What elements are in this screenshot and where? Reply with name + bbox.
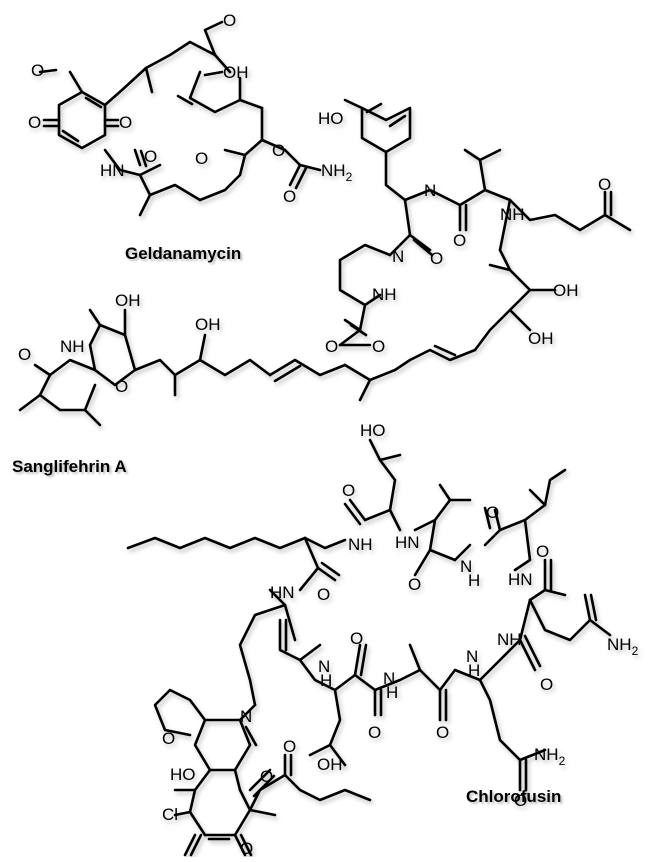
svg-text:O: O: [408, 575, 421, 594]
svg-text:HN: HN: [270, 583, 295, 602]
svg-text:OH: OH: [223, 63, 249, 82]
svg-text:NH2: NH2: [607, 635, 639, 658]
svg-text:HN: HN: [100, 161, 125, 180]
svg-text:O: O: [325, 337, 338, 356]
svg-text:O: O: [28, 113, 41, 132]
svg-text:O: O: [453, 231, 466, 250]
svg-text:O: O: [486, 503, 499, 522]
svg-text:HN: HN: [508, 570, 533, 589]
svg-text:O: O: [260, 767, 273, 786]
svg-text:O: O: [514, 791, 527, 810]
svg-text:H: H: [468, 571, 480, 590]
geldanamycin-structure: O O O O OH HN O O O O NH2: [28, 11, 353, 217]
svg-text:O: O: [240, 839, 253, 857]
svg-text:O: O: [18, 345, 31, 364]
svg-text:HO: HO: [318, 109, 344, 128]
svg-text:NH2: NH2: [534, 745, 566, 768]
svg-text:OH: OH: [195, 315, 221, 334]
svg-text:Cl: Cl: [162, 805, 178, 824]
svg-text:O: O: [31, 61, 44, 80]
svg-text:O: O: [283, 737, 296, 756]
svg-text:N: N: [466, 647, 478, 666]
svg-text:O: O: [144, 147, 157, 166]
svg-text:O: O: [350, 629, 363, 648]
svg-text:NH: NH: [372, 285, 397, 304]
svg-text:OH: OH: [528, 329, 554, 348]
compound-name-chlorofusin: Chlorofusin: [466, 787, 562, 806]
svg-text:O: O: [536, 542, 549, 561]
svg-text:O: O: [283, 187, 296, 206]
svg-text:H: H: [386, 683, 398, 702]
chlorofusin-structure: O HO NH HN O O N H HN O HN O NH2 NH O N …: [126, 421, 639, 858]
svg-text:O: O: [317, 585, 330, 604]
svg-text:O: O: [368, 723, 381, 742]
svg-text:N: N: [318, 657, 330, 676]
svg-text:NH: NH: [60, 337, 85, 356]
svg-text:HO: HO: [360, 421, 386, 440]
svg-text:O: O: [540, 675, 553, 694]
compound-name-sanglifehrin-a: Sanglifehrin A: [12, 457, 127, 476]
svg-text:O: O: [223, 11, 236, 30]
svg-text:NH: NH: [497, 630, 522, 649]
svg-text:OH: OH: [115, 291, 141, 310]
svg-text:NH: NH: [348, 535, 373, 554]
svg-text:O: O: [598, 175, 611, 194]
svg-text:OH: OH: [317, 755, 343, 774]
svg-text:N: N: [424, 181, 436, 200]
svg-text:H: H: [320, 671, 332, 690]
svg-text:N: N: [392, 247, 404, 266]
svg-text:O: O: [342, 481, 355, 500]
svg-text:NH2: NH2: [321, 161, 353, 184]
svg-text:N: N: [383, 669, 395, 688]
svg-text:O: O: [119, 113, 132, 132]
svg-text:H: H: [468, 661, 480, 680]
svg-text:O: O: [195, 149, 208, 168]
svg-text:N: N: [460, 557, 472, 576]
svg-text:HN: HN: [395, 533, 420, 552]
svg-text:O: O: [430, 249, 443, 268]
svg-text:O: O: [115, 377, 128, 396]
svg-text:O: O: [272, 141, 285, 160]
svg-text:NH: NH: [500, 205, 525, 224]
svg-text:O: O: [436, 723, 449, 742]
svg-text:O: O: [372, 337, 385, 356]
compound-name-geldanamycin: Geldanamycin: [125, 244, 242, 263]
svg-text:O: O: [162, 729, 175, 748]
svg-text:N: N: [240, 707, 252, 726]
svg-text:OH: OH: [553, 281, 579, 300]
svg-text:HO: HO: [170, 765, 196, 784]
sanglifehrin-a-structure: HO N NH O O N NH O OH OH O O OH OH NH O …: [18, 98, 632, 427]
